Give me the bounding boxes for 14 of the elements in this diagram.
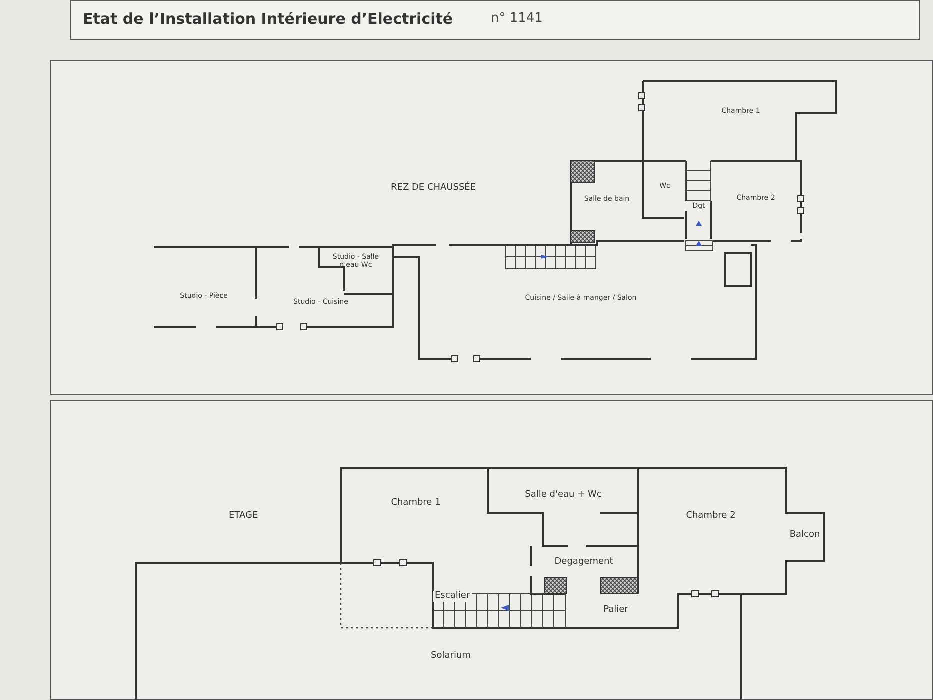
title: Etat de l’Installation Intérieure d’Electricité [83, 10, 454, 28]
room-name: Palier [566, 599, 666, 621]
floor-name: REZ DE CHAUSSÉE [391, 183, 476, 193]
room-name: Chambre 2 [641, 501, 781, 531]
room-name: Chambre 1 [346, 486, 486, 521]
room-name: Salle d'eau + Wc [491, 481, 636, 509]
room-name: Solarium [301, 641, 601, 671]
certificate-number: n° 1141 [491, 11, 543, 26]
room-name: Balcon [788, 523, 822, 547]
floor-panel [50, 60, 933, 395]
floor-name: ETAGE [229, 511, 258, 521]
room-name: Escalier [433, 591, 472, 602]
floor-panel [50, 400, 933, 700]
room-name: Degagement [534, 551, 634, 573]
